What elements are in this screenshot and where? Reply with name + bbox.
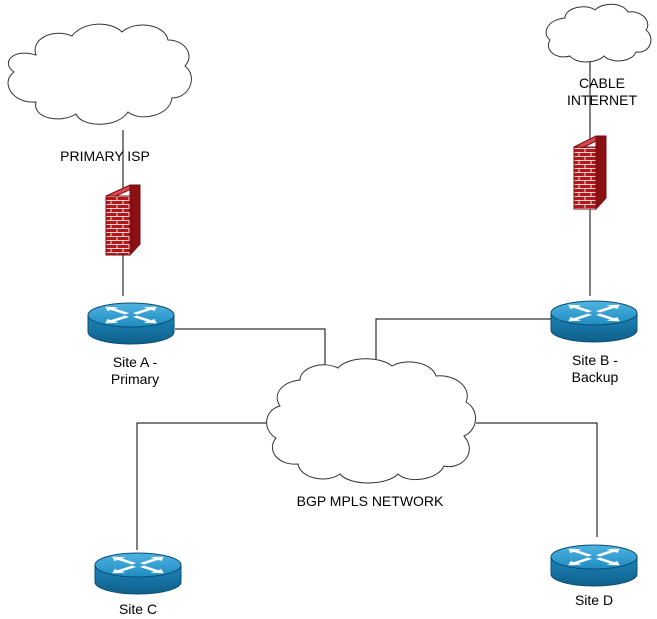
router-arrows: [568, 548, 620, 566]
router-arrows: [568, 304, 620, 322]
firewall-icon: [105, 184, 141, 257]
site-d-label: Site D: [574, 592, 614, 608]
link-mpls-site-d: [476, 422, 598, 537]
router-arrows: [112, 556, 164, 574]
site-b-label-line1: Site B -: [572, 352, 618, 368]
link-mpls-site-c: [136, 422, 272, 550]
router-icon: [550, 544, 638, 587]
mpls-cloud-icon: [266, 358, 476, 484]
site-b-label: Site B - Backup: [550, 352, 640, 386]
site-a-label-line2: Primary: [110, 371, 160, 387]
site-a-label-line1: Site A -: [112, 354, 158, 370]
mpls-network-label: BGP MPLS NETWORK: [296, 493, 444, 509]
site-c-label: Site C: [118, 601, 158, 617]
link-site-a-mpls: [175, 328, 326, 372]
router-icon: [87, 302, 175, 345]
cable-internet-cloud-icon: [545, 3, 652, 63]
firewall-icon: [573, 135, 607, 211]
router-icon: [94, 552, 182, 595]
primary-isp-label: PRIMARY ISP: [60, 148, 150, 164]
router-arrows: [105, 306, 157, 324]
connections: [122, 62, 598, 550]
site-a-label: Site A - Primary: [90, 354, 180, 388]
site-b-label-line2: Backup: [571, 369, 619, 385]
cable-internet-label-line1: CABLE: [579, 75, 625, 91]
link-site-b-mpls: [375, 318, 553, 361]
router-icon: [550, 300, 638, 343]
cable-internet-label: CABLE INTERNET: [548, 75, 656, 109]
primary-isp-cloud-icon: [7, 23, 192, 125]
cable-internet-label-line2: INTERNET: [567, 92, 637, 108]
